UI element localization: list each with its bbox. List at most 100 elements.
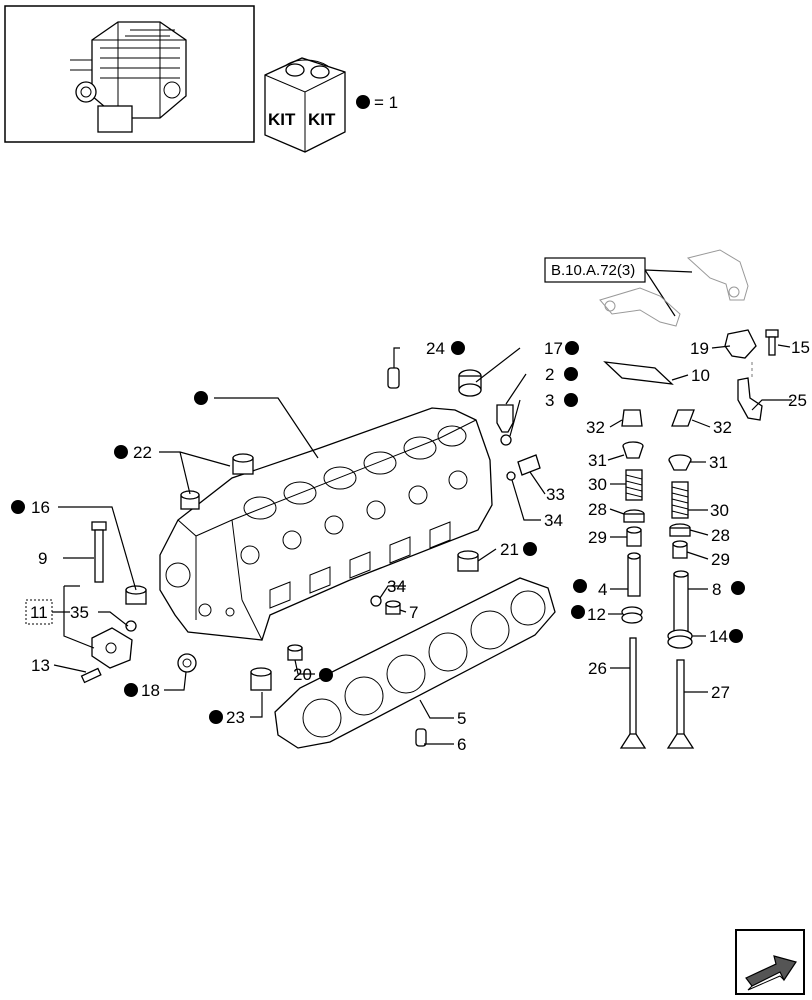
bullet-dot-icon	[564, 393, 578, 407]
part-32-cotter-right-icon	[671, 409, 695, 427]
callout-10: 10	[691, 366, 710, 385]
callout-23: 23	[226, 708, 245, 727]
bullet-dot-icon	[573, 579, 587, 593]
bullet-dot-icon	[319, 668, 333, 682]
callout-labels: 24 17 2 3 22 16 9 11 35 13 18 23 20 21 3…	[25, 338, 810, 754]
part-30-spring-left-icon	[625, 469, 643, 501]
part-30-spring-right-icon	[671, 481, 689, 519]
valve-train	[603, 329, 779, 749]
part-26-valve-left-icon	[619, 637, 647, 749]
part-19-clip-icon	[724, 329, 757, 359]
part-24-dowel-icon	[387, 367, 400, 389]
bullet-dot-icon	[451, 341, 465, 355]
callout-19: 19	[690, 339, 709, 358]
callout-21: 21	[500, 540, 519, 559]
part-22b-plug-icon	[180, 490, 200, 510]
callout-26: 26	[588, 659, 607, 678]
callout-28-right: 28	[711, 526, 730, 545]
bullet-dot-icon	[564, 367, 578, 381]
part-6-dowel-icon	[415, 728, 427, 747]
bullet-dot-icon	[571, 605, 585, 619]
part-31-retainer-right-icon	[668, 454, 692, 471]
small-parts	[80, 367, 541, 747]
part-2-injector-sleeve-icon	[496, 404, 514, 433]
callout-5: 5	[457, 709, 466, 728]
part-9-bolt-icon	[91, 521, 107, 583]
cylinder-head-icon	[159, 407, 493, 641]
part-4-guide-left-icon	[627, 552, 641, 597]
part-10-bridge-icon	[603, 361, 674, 385]
kit-word-left: KIT	[268, 110, 296, 129]
callout-24: 24	[426, 339, 445, 358]
callout-7: 7	[409, 603, 418, 622]
callout-34-upper: 34	[544, 511, 563, 530]
part-31-retainer-left-icon	[622, 441, 644, 459]
bullet-dot-icon	[114, 445, 128, 459]
callout-29-right: 29	[711, 550, 730, 569]
leader-lines	[52, 344, 792, 745]
callout-8: 8	[712, 580, 721, 599]
part-18-plug-icon	[177, 653, 197, 673]
bullet-dot-icon	[11, 500, 25, 514]
next-page-button[interactable]	[735, 929, 805, 995]
bullet-dot-icon	[356, 95, 370, 109]
bullet-dot-icon	[731, 581, 745, 595]
callout-6: 6	[457, 735, 466, 754]
kit-word-right: KIT	[308, 110, 336, 129]
bullet-dot-icon	[124, 683, 138, 697]
callout-11-box	[25, 599, 53, 625]
bullet-dot-icon	[209, 710, 223, 724]
kit-box-icon: KIT KIT	[264, 57, 346, 153]
bullet-dot-icon	[565, 341, 579, 355]
part-8-guide-right-icon	[673, 570, 689, 639]
callout-33: 33	[546, 485, 565, 504]
callout-4: 4	[598, 580, 607, 599]
callout-32-right: 32	[713, 418, 732, 437]
callout-16: 16	[31, 498, 50, 517]
part-34b-oring-icon	[370, 595, 382, 607]
bullet-dot-icon	[729, 629, 743, 643]
callout-18: 18	[141, 681, 160, 700]
part-25-lever-icon	[737, 377, 763, 421]
bullet-dot-icon	[194, 391, 208, 405]
callout-32-left: 32	[586, 418, 605, 437]
callout-12: 12	[587, 605, 606, 624]
kit-markers	[11, 341, 745, 724]
reference-box-label: B.10.A.72(3)	[551, 262, 635, 279]
rocker-arm-ghost-icon	[599, 249, 749, 327]
callout-20: 20	[293, 665, 312, 684]
part-32-cotter-left-icon	[621, 409, 643, 427]
part-14-insert-right-icon	[667, 629, 693, 649]
part-27-valve-right-icon	[666, 659, 695, 749]
callout-3: 3	[545, 391, 554, 410]
callout-30-right: 30	[710, 501, 729, 520]
callout-13: 13	[31, 656, 50, 675]
callout-14: 14	[709, 627, 728, 646]
callout-29-left: 29	[588, 528, 607, 547]
part-33-fitting-icon	[506, 454, 541, 481]
part-28-seat-left-icon	[623, 509, 645, 523]
callout-15: 15	[791, 338, 810, 357]
part-29-seal-right-icon	[672, 540, 688, 559]
next-page-arrow-icon	[745, 955, 797, 991]
callout-30-left: 30	[588, 475, 607, 494]
callout-17: 17	[544, 339, 563, 358]
part-17-bush-icon	[458, 369, 482, 397]
engine-thumbnail-icon	[70, 21, 187, 133]
part-29-seal-left-icon	[626, 526, 642, 547]
callout-35: 35	[70, 603, 89, 622]
reference-group: B.10.A.72(3)	[544, 249, 749, 327]
part-28-seat-right-icon	[669, 523, 691, 537]
bullet-dot-icon	[523, 542, 537, 556]
kit-equals-text: = 1	[374, 93, 398, 112]
callout-31-left: 31	[588, 451, 607, 470]
part-11-cover-icon	[91, 627, 133, 669]
callout-11: 11	[30, 603, 48, 622]
callout-2: 2	[545, 365, 554, 384]
part-20-plug-icon	[287, 644, 303, 661]
part-35-oring-icon	[125, 620, 137, 632]
callout-22: 22	[133, 443, 152, 462]
part-7-plug-icon	[385, 600, 401, 615]
part-13-screw-icon	[80, 667, 102, 684]
